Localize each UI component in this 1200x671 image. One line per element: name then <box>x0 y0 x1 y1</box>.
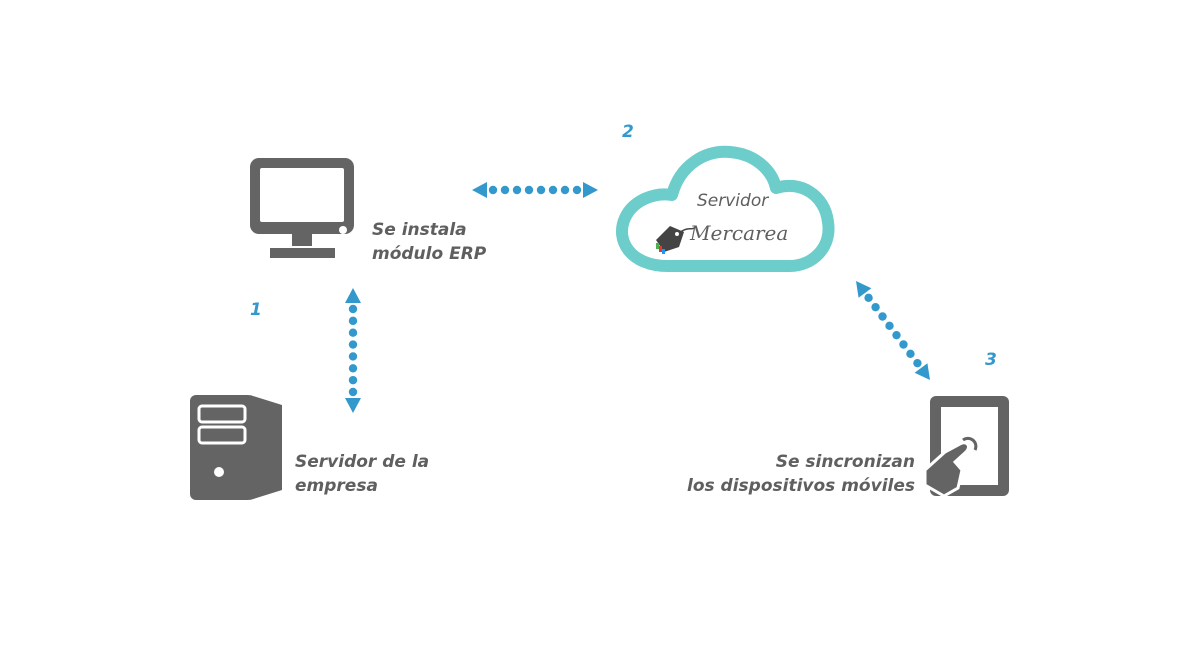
company-server-label-line2: empresa <box>295 476 378 496</box>
arrow-monitor-cloud <box>472 182 598 198</box>
arrow-dot <box>500 185 510 195</box>
arrow-dot <box>885 321 894 331</box>
arrow-dot <box>548 185 558 195</box>
arrow-dot <box>348 375 358 385</box>
arrow-dot <box>348 364 358 373</box>
arrow-dot <box>348 304 358 314</box>
arrow-dot <box>348 328 358 337</box>
step-3-label: Se sincronizan los dispositivos móviles <box>687 450 915 498</box>
cloud-title: Servidor <box>697 191 769 211</box>
arrow-dot <box>906 349 915 359</box>
step-1-label-line2: módulo ERP <box>372 244 487 264</box>
arrow-dot <box>913 358 922 368</box>
arrow-dot <box>348 316 358 326</box>
arrow-dot <box>488 185 498 195</box>
arrow-head-start <box>472 182 487 198</box>
arrow-dot <box>878 312 887 321</box>
arrow-dot <box>572 185 582 195</box>
arrow-dot <box>892 330 901 340</box>
arrow-monitor-server <box>345 288 361 413</box>
step-2-number: 2 <box>622 122 634 142</box>
cloud-brand: Mercarea <box>690 221 789 245</box>
arrow-dot <box>348 340 358 349</box>
step-1-label-line1: Se instala <box>372 220 467 240</box>
arrow-dot <box>899 340 908 349</box>
arrow-dot <box>871 302 880 312</box>
step-3-label-line2: los dispositivos móviles <box>687 476 915 496</box>
arrow-head-end <box>345 398 361 413</box>
arrow-cloud-tablet <box>856 281 930 380</box>
arrow-head-start <box>856 281 872 298</box>
step-1-number: 1 <box>250 300 262 320</box>
arrow-dot <box>864 293 873 303</box>
arrow-dot <box>536 185 546 195</box>
connection-arrows <box>345 182 930 413</box>
arrow-head-start <box>345 288 361 303</box>
company-server-label: Servidor de la empresa <box>295 450 429 498</box>
server-tower-icon <box>190 395 282 500</box>
step-1-label: Se instala módulo ERP <box>372 218 486 266</box>
arrow-dot <box>512 185 522 195</box>
arrow-dot <box>524 185 534 195</box>
company-server-label-line1: Servidor de la <box>295 452 430 472</box>
arrow-head-end <box>583 182 598 198</box>
arrow-dot <box>348 352 358 361</box>
price-tag-icon <box>656 225 697 254</box>
tablet-touch-icon <box>923 396 1009 498</box>
arrow-dot <box>560 185 570 195</box>
step-3-label-line1: Se sincronizan <box>775 452 915 472</box>
step-3-number: 3 <box>985 350 997 370</box>
arrow-head-end <box>914 363 930 380</box>
desktop-monitor-icon <box>250 158 354 258</box>
arrow-dot <box>348 387 358 397</box>
